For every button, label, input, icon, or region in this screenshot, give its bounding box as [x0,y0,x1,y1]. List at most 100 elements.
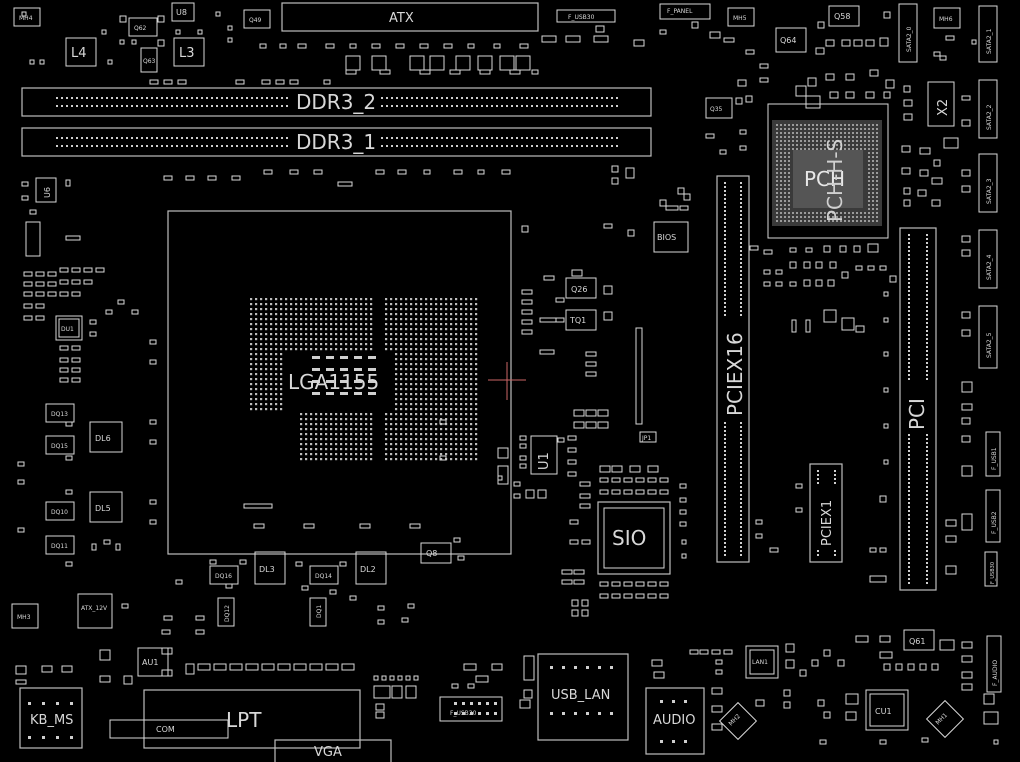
smd-part [115,543,121,551]
connector-pin [486,712,489,715]
smd-part [71,267,81,273]
smd-part [623,581,633,587]
smd-part [869,69,879,77]
smd-part [635,581,645,587]
smd-part [525,489,535,499]
dq14-label: DQ14 [315,573,332,580]
smd-part [389,675,395,681]
smd-part [659,29,667,35]
smd-part [895,663,903,671]
u6-label: U6 [43,187,52,198]
q63-label: Q63 [143,58,156,65]
connector-pin [672,700,675,703]
smd-part [823,309,837,323]
connector-pin [586,666,589,669]
smd-part [903,99,913,107]
smd-part [537,489,547,499]
smd-part [945,565,957,575]
smd-part [149,79,159,85]
connector-pin [486,702,489,705]
smd-part [961,403,973,411]
smd-part [659,593,669,599]
atx-label: ATX [389,11,414,26]
smd-part [879,547,887,553]
q26-label: Q26 [571,285,587,294]
smd-part [521,225,529,233]
sata-connector-3: SATA2_3 [978,153,998,213]
smd-part [289,169,299,175]
smd-part [691,21,699,29]
connector-pin [684,700,687,703]
smd-part [161,647,173,655]
smd-part [207,175,217,181]
smd-part [493,43,501,49]
smd-part [623,477,633,483]
q35-label: Q35 [710,106,723,113]
smd-part [883,459,889,465]
transistor-q64: Q64 [775,27,807,53]
smd-part [519,699,531,709]
smd-part [775,269,783,275]
transistor-dq15: DQ15 [45,435,75,455]
smd-part [261,663,275,671]
smd-part [939,55,947,61]
smd-part [817,699,825,707]
smd-part [379,69,391,75]
connector-pin [478,702,481,705]
smd-part [599,593,609,599]
connector-pin [586,712,589,715]
smd-part [303,523,315,529]
atx-power-connector: ATX [281,2,539,32]
pch-chip-label: PCH-H-S [823,139,847,222]
q8-label: Q8 [426,549,437,558]
smd-part [539,349,555,355]
dq13-label: DQ13 [51,411,68,418]
smd-part [89,331,97,337]
smd-part [15,679,27,685]
smd-part [567,435,577,441]
connector-pin [550,666,553,669]
connector-pin [470,702,473,705]
smd-part [175,29,181,35]
smd-part [883,351,889,357]
smd-part [359,523,371,529]
q61-label: Q61 [909,637,925,646]
lpt-label: LPT [226,708,262,732]
smd-part [755,699,765,707]
l3-label: L3 [179,46,195,61]
f-usb2-header: F_USB2 [985,489,1001,543]
smd-part [59,377,69,383]
atx-12v-label: ATX_12V [81,605,108,612]
smd-part [599,581,609,587]
smd-part [423,169,431,175]
smd-part [227,25,233,31]
smd-part [883,91,891,99]
smd-part [647,581,657,587]
smd-part [855,325,865,333]
smd-part [739,129,747,135]
smd-part [227,37,233,43]
smd-part [855,635,869,643]
smd-part [879,739,887,745]
sata2-0-label: SATA2_0 [906,26,913,52]
smd-part [119,15,127,23]
smd-part [945,535,957,543]
usb-lan-connector: USB_LAN [537,653,629,741]
du1-label: DU1 [61,326,74,333]
smd-part [961,417,971,425]
smd-part [883,291,889,297]
smd-part [261,79,271,85]
connector-pin [42,702,45,705]
smd-part [381,675,387,681]
smd-part [413,675,419,681]
smd-part [235,79,245,85]
bios-chip: BIOS [653,221,689,253]
smd-part [523,655,535,681]
connector-pin [70,702,73,705]
smd-part [519,443,527,449]
transistor-q58: Q58 [828,5,860,27]
smd-part [99,675,111,683]
smd-part [829,91,839,99]
l4-label: L4 [71,46,87,61]
smd-part [463,663,477,671]
